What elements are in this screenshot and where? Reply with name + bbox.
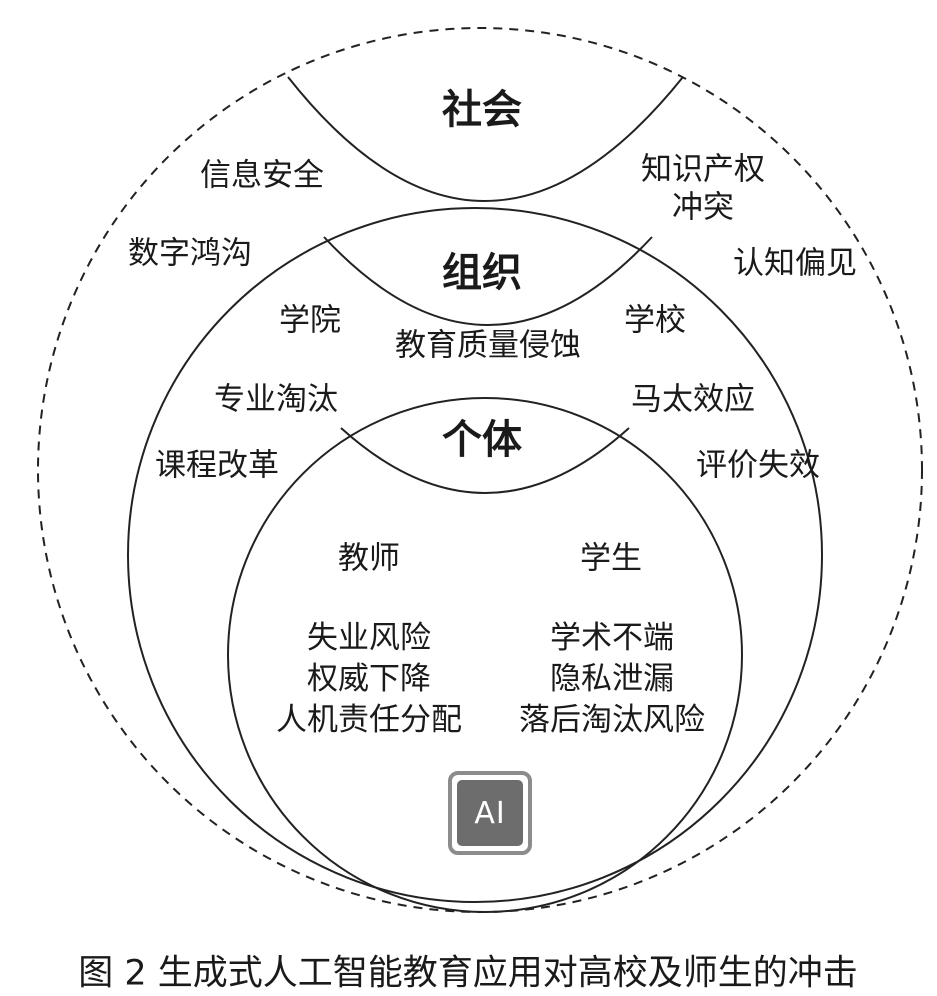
individual-boundary [227,397,743,913]
organization-title: 组织 [442,250,522,296]
organization-item-evaluation-failure: 评价失效 [696,447,820,484]
organization-item-matthew-effect: 马太效应 [631,381,755,418]
teacher-risk-list: 失业风险 权威下降 人机责任分配 [276,618,462,741]
organization-item-major-elimination: 专业淘汰 [214,381,338,418]
teacher-heading: 教师 [338,540,400,577]
organization-item-quality-erosion: 教育质量侵蚀 [395,327,581,364]
society-item-conflict: 冲突 [672,189,734,226]
society-item-ip: 知识产权 [641,151,765,188]
society-item-cognitive-bias: 认知偏见 [733,245,857,282]
individual-title: 个体 [442,417,522,463]
ai-badge-label: AI [457,780,523,846]
society-header-arc [287,76,684,202]
student-risk-item: 隐私泄漏 [550,661,674,697]
teacher-risk-item: 人机责任分配 [276,702,462,738]
society-item-info-security: 信息安全 [200,157,324,194]
student-heading: 学生 [580,540,642,577]
ai-chip-icon: AI [448,771,532,855]
individual-header-arc [340,427,630,494]
organization-item-curriculum-reform: 课程改革 [155,447,279,484]
organization-item-college: 学院 [279,302,341,339]
society-item-digital-divide: 数字鸿沟 [128,235,252,272]
student-risk-item: 学术不端 [550,620,674,656]
teacher-risk-item: 权威下降 [307,661,431,697]
student-risk-item: 落后淘汰风险 [519,702,705,738]
student-risk-list: 学术不端 隐私泄漏 落后淘汰风险 [519,618,705,741]
organization-header-arc [323,236,653,326]
organization-item-school: 学校 [624,302,686,339]
teacher-risk-item: 失业风险 [307,620,431,656]
organization-boundary [127,207,823,903]
figure-caption: 图 2 生成式人工智能教育应用对高校及师生的冲击 [78,953,858,994]
society-title: 社会 [442,87,522,133]
